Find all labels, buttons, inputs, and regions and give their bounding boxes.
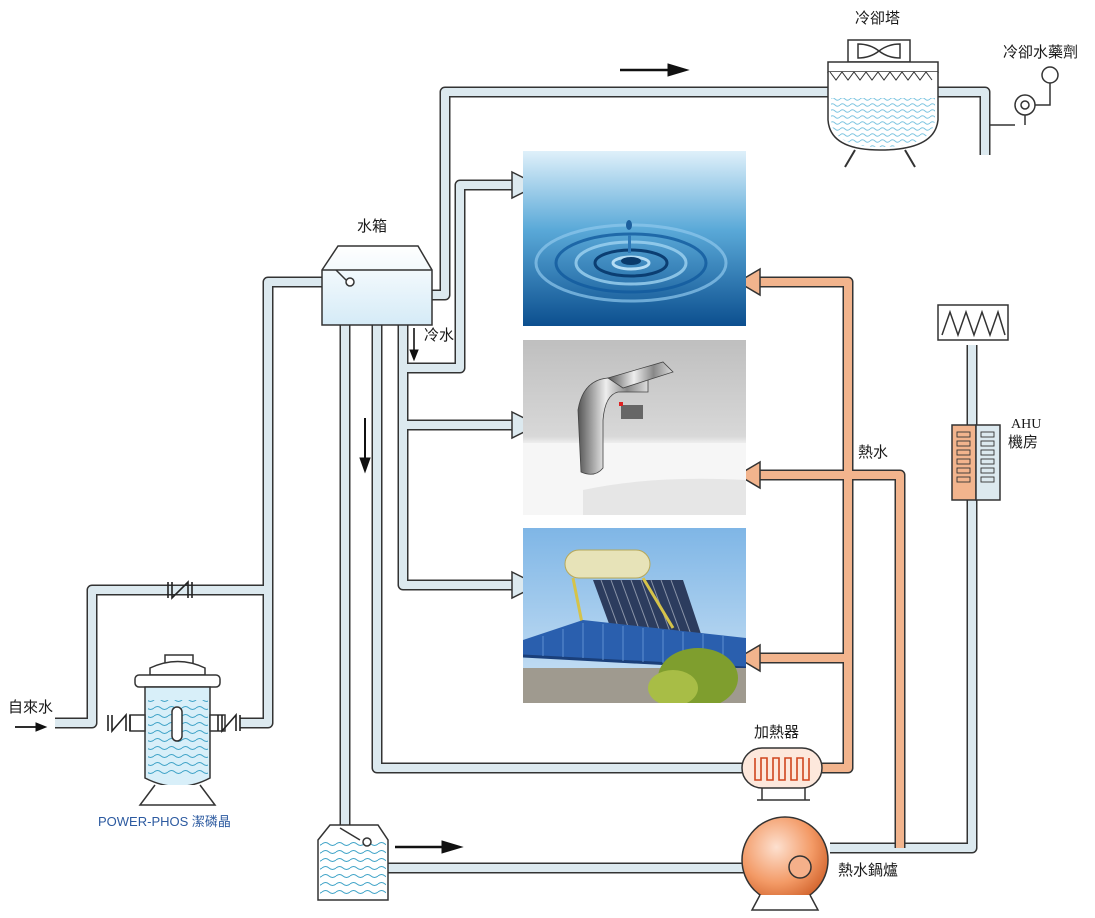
heater [741,747,823,801]
power-phos-filter [129,654,226,806]
product-label: POWER-PHOS 潔磷晶 [98,814,231,829]
ahu-room-label: 機房 [1008,433,1039,451]
water-tank [321,245,433,326]
faucet-photo [523,340,746,515]
cooling-tower-label: 冷卻塔 [855,9,901,27]
boiler [741,816,829,911]
hot-water-label: 熱水 [858,443,889,461]
valves [107,580,241,734]
ahu-unit [937,304,1009,501]
tap-water-label: 自來水 [8,698,54,716]
water-droplet-photo [523,151,746,326]
bottom-tank [317,824,389,901]
solar-heater-photo [523,528,746,703]
hot-arrowheads [736,267,761,673]
cooling-chemical-label: 冷卻水藥劑 [1003,43,1079,61]
valve-top [167,580,193,600]
chemical-pump [990,66,1059,126]
valve-inlet [107,712,131,734]
flow-arrows [15,63,690,854]
heater-label: 加熱器 [754,723,800,741]
boiler-label: 熱水鍋爐 [838,861,899,879]
cold-water-label: 冷水 [424,326,455,344]
ahu-label: AHU [1011,417,1042,432]
hot-water-pipes [752,276,906,848]
valve-outlet [217,712,241,734]
cooling-tower [827,39,939,168]
water-tank-label: 水箱 [357,217,388,235]
